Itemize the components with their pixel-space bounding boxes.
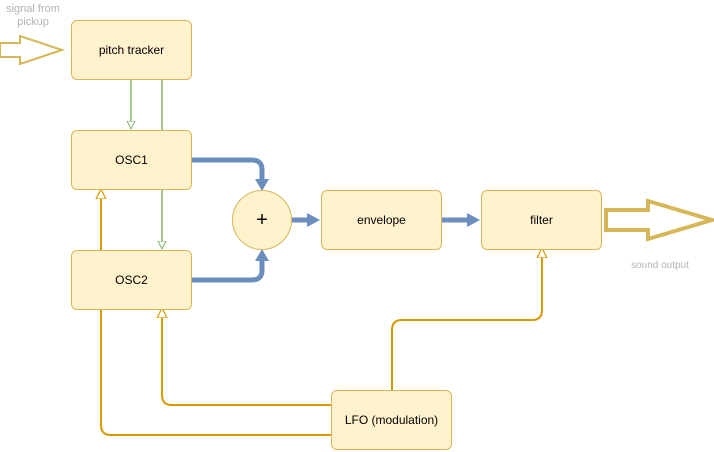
- lfo-to-filter-line: [391, 252, 542, 390]
- envelope-box[interactable]: envelope: [321, 190, 442, 250]
- mixer-sum-node[interactable]: +: [232, 190, 292, 250]
- lfo-box[interactable]: LFO (modulation): [331, 390, 452, 450]
- osc1-to-mixer-arrowhead: [255, 179, 269, 191]
- osc2-box[interactable]: OSC2: [71, 250, 192, 310]
- pitch-tracker-box[interactable]: pitch tracker: [71, 20, 192, 80]
- mixer-to-envelope-arrowhead: [307, 213, 320, 227]
- osc2-to-mixer-arrowhead: [255, 249, 269, 261]
- lfo-to-osc2-line: [162, 312, 332, 406]
- lfo-to-osc1-line: [101, 193, 332, 436]
- output-caption: sound output: [631, 260, 689, 271]
- input-caption-line2: pickup: [17, 16, 49, 28]
- osc1-box[interactable]: OSC1: [71, 130, 192, 190]
- output-arrow: [604, 198, 714, 242]
- input-caption: signal from pickup: [0, 3, 66, 29]
- input-arrow: [0, 34, 66, 66]
- osc1-to-mixer-line: [192, 157, 265, 180]
- filter-box[interactable]: filter: [481, 190, 602, 250]
- input-caption-line1: signal from: [6, 3, 60, 15]
- osc2-to-mixer-line: [192, 260, 265, 283]
- envelope-to-filter-arrowhead: [467, 213, 480, 227]
